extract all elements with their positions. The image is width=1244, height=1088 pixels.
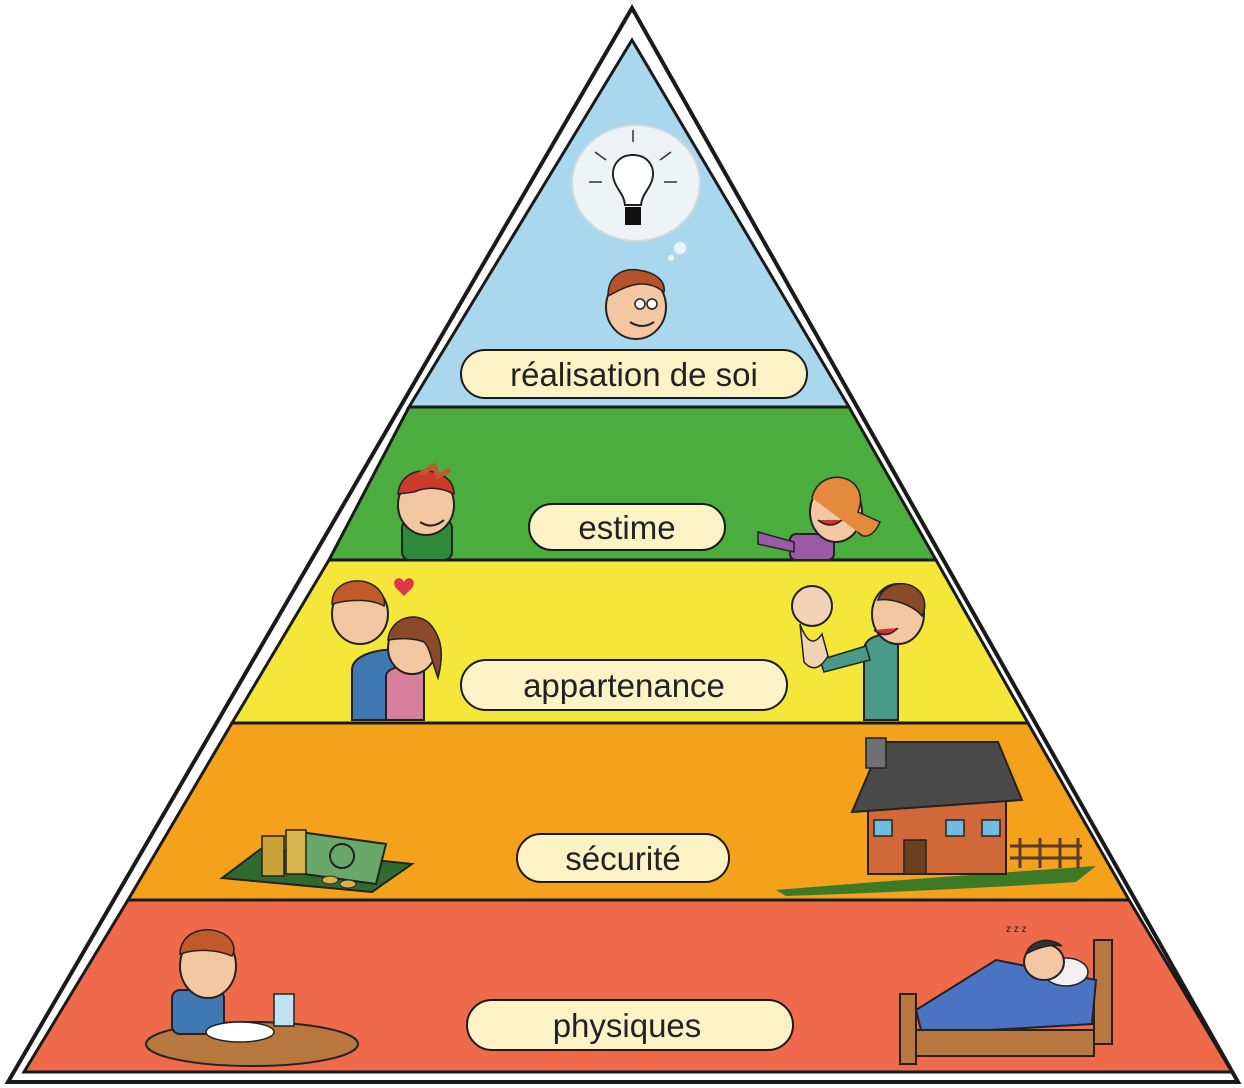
- level-label-safety: sécurité: [516, 833, 730, 883]
- boy-sleeping-icon: z z z: [899, 924, 1113, 1065]
- level-label-safety-text: sécurité: [565, 840, 681, 877]
- level-label-self-actualization: réalisation de soi: [460, 349, 808, 399]
- level-label-esteem: estime: [528, 503, 726, 551]
- level-label-belonging-text: appartenance: [523, 667, 725, 704]
- level-label-physiological: physiques: [466, 999, 794, 1051]
- level-label-esteem-text: estime: [578, 509, 675, 546]
- house-icon: [776, 737, 1096, 896]
- boy-eating-icon: [145, 929, 359, 1067]
- money-pile-icon: [219, 829, 415, 894]
- thinking-boy-head-icon: [605, 268, 667, 340]
- level-label-physiological-text: physiques: [553, 1007, 702, 1044]
- level-label-self-actualization-text: réalisation de soi: [510, 356, 758, 393]
- level-label-belonging: appartenance: [460, 659, 788, 711]
- thought-bubble-lightbulb-icon: [571, 124, 701, 261]
- family-hug-icon: [331, 578, 926, 721]
- children-greeting-icon: [397, 462, 881, 561]
- svg-text:z z z: z z z: [1006, 924, 1027, 935]
